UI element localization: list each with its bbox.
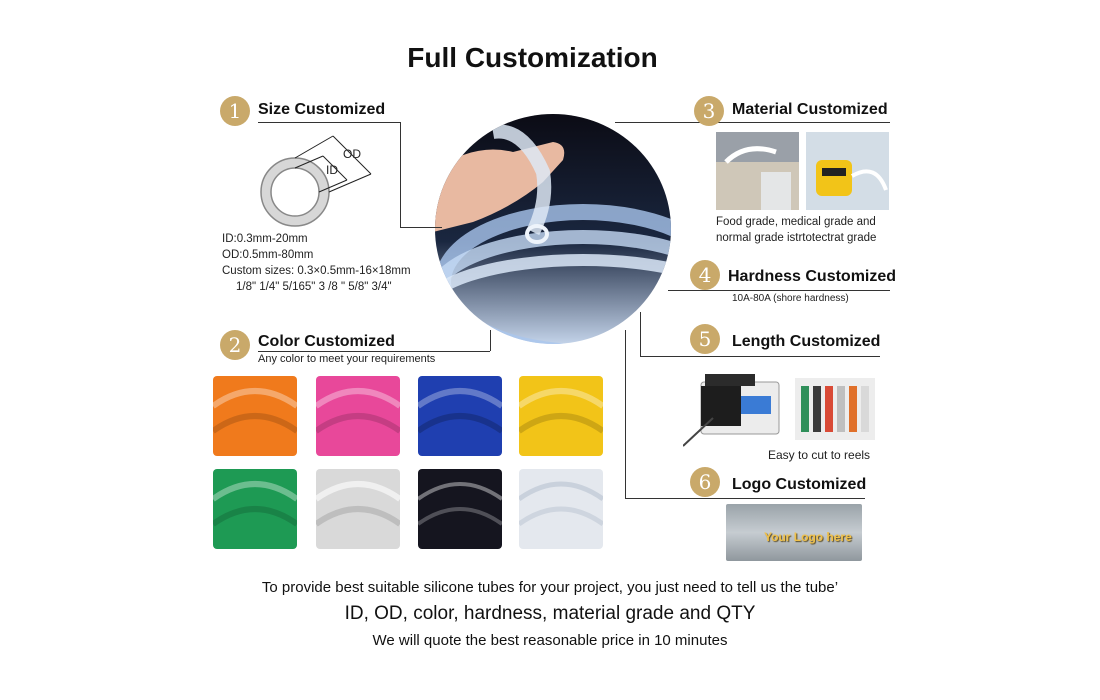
color-swatch [418, 376, 502, 456]
material-description-line2: normal grade istrtotectrat grade [716, 232, 877, 244]
page-title: Full Customization [407, 42, 658, 73]
tube-cross-section-diagram [255, 130, 380, 230]
connector-line [625, 498, 865, 499]
size-spec-inches: 1/8" 1/4" 5/165" 3 /8 " 5/8" 3/4" [236, 281, 392, 293]
id-label: ID [326, 163, 338, 177]
section-number-badge: 2 [220, 330, 250, 360]
material-description-line1: Food grade, medical grade and [716, 216, 876, 228]
section-number-badge: 6 [690, 467, 720, 497]
color-swatch [316, 376, 400, 456]
material-photo-food [716, 132, 799, 210]
material-photo-medical [806, 132, 889, 210]
connector-line [400, 227, 442, 228]
logo-sample-text: Your Logo here [764, 530, 852, 544]
section-title-hardness: Hardness Customized [728, 268, 897, 285]
section-number-badge: 5 [690, 324, 720, 354]
cutting-machine-photo [682, 368, 783, 448]
hardness-description: 10A-80A (shore hardness) [732, 293, 849, 304]
section-number-badge: 1 [220, 96, 250, 126]
section-title-material: Material Customized [732, 101, 888, 118]
color-swatch [519, 469, 603, 549]
od-label: OD [343, 147, 361, 161]
connector-line [400, 122, 401, 227]
hero-tube-image [433, 112, 673, 347]
connector-line [258, 122, 400, 123]
color-description: Any color to meet your requirements [258, 353, 436, 365]
section-title-size: Size Customized [258, 101, 386, 118]
connector-line [640, 356, 880, 357]
logo-sample-photo: Your Logo here [726, 504, 862, 561]
color-swatch [316, 469, 400, 549]
connector-line [668, 290, 890, 291]
section-title-length: Length Customized [732, 333, 881, 350]
size-spec-id: ID:0.3mm-20mm [222, 233, 308, 245]
color-swatch [519, 376, 603, 456]
footer-line-3: We will quote the best reasonable price … [372, 632, 728, 649]
connector-line [615, 122, 890, 123]
cut-tube-samples-photo [795, 378, 875, 440]
section-title-logo: Logo Customized [732, 476, 867, 493]
color-swatch [418, 469, 502, 549]
connector-line [490, 330, 491, 351]
connector-line [625, 330, 626, 498]
section-title-color: Color Customized [258, 333, 395, 350]
color-swatch [213, 376, 297, 456]
size-spec-od: OD:0.5mm-80mm [222, 249, 314, 261]
color-swatch [213, 469, 297, 549]
connector-line [640, 312, 641, 356]
connector-line [258, 351, 490, 352]
color-swatch-grid [213, 376, 605, 552]
section-number-badge: 4 [690, 260, 720, 290]
footer-line-1: To provide best suitable silicone tubes … [261, 579, 839, 596]
section-number-badge: 3 [694, 96, 724, 126]
length-description: Easy to cut to reels [768, 448, 871, 462]
size-spec-custom: Custom sizes: 0.3×0.5mm-16×18mm [222, 265, 411, 277]
footer-line-2: ID, OD, color, hardness, material grade … [344, 603, 756, 624]
